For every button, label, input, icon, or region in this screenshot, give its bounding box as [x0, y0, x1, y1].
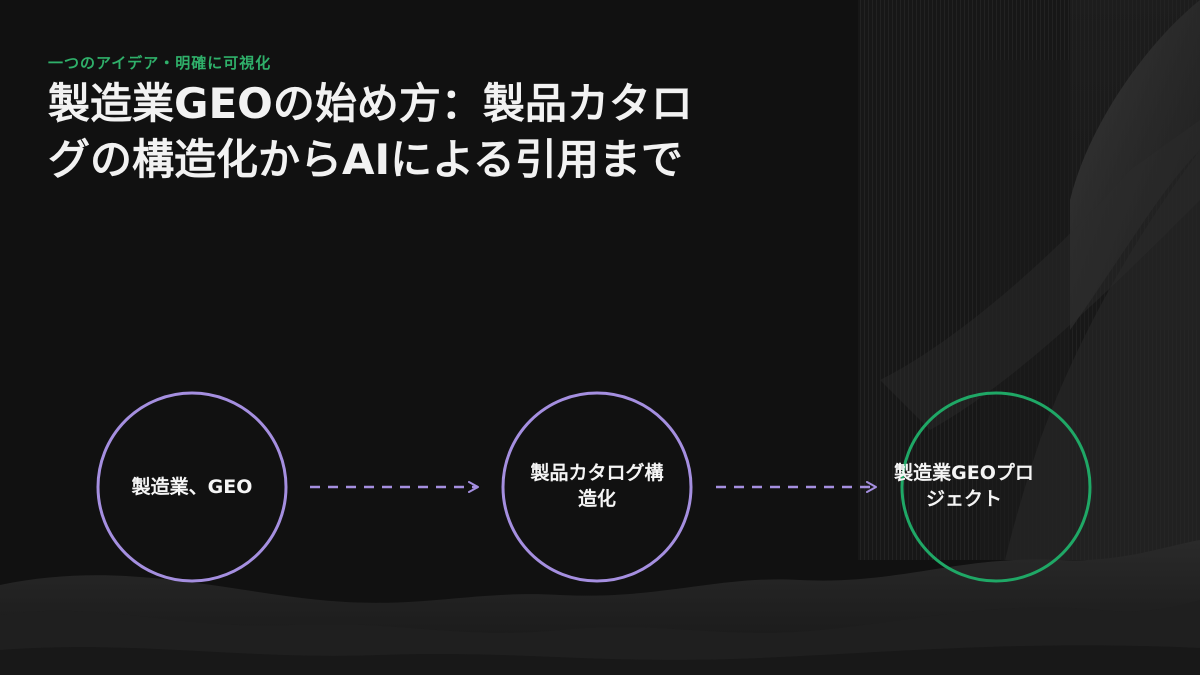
node-circle-2 — [501, 391, 693, 583]
node-3-text-line-2: ジェクト — [925, 488, 1002, 510]
node-circle-1 — [96, 391, 288, 583]
node-2-text-line-2: 造化 — [577, 488, 616, 510]
title-line-1: 製造業GEOの始め方：製品カタロ — [48, 79, 693, 128]
node-3-text-line-1: 製造業GEOプロ — [894, 462, 1034, 484]
page-title: 製造業GEOの始め方：製品カタロ グの構造化からAIによる引用まで — [48, 76, 808, 188]
node-label-2: 製品カタログ構 造化 — [497, 460, 697, 512]
node-label-1: 製造業、GEO — [98, 474, 286, 500]
node-2-text-line-1: 製品カタログ構 — [530, 462, 664, 484]
node-label-3: 製造業GEOプロ ジェクト — [876, 460, 1052, 512]
node-circle-3 — [900, 391, 1092, 583]
node-1-text: 製造業、GEO — [131, 476, 253, 498]
title-line-2: グの構造化からAIによる引用まで — [48, 135, 683, 184]
eyebrow-label: 一つのアイデア・明確に可視化 — [48, 54, 272, 72]
